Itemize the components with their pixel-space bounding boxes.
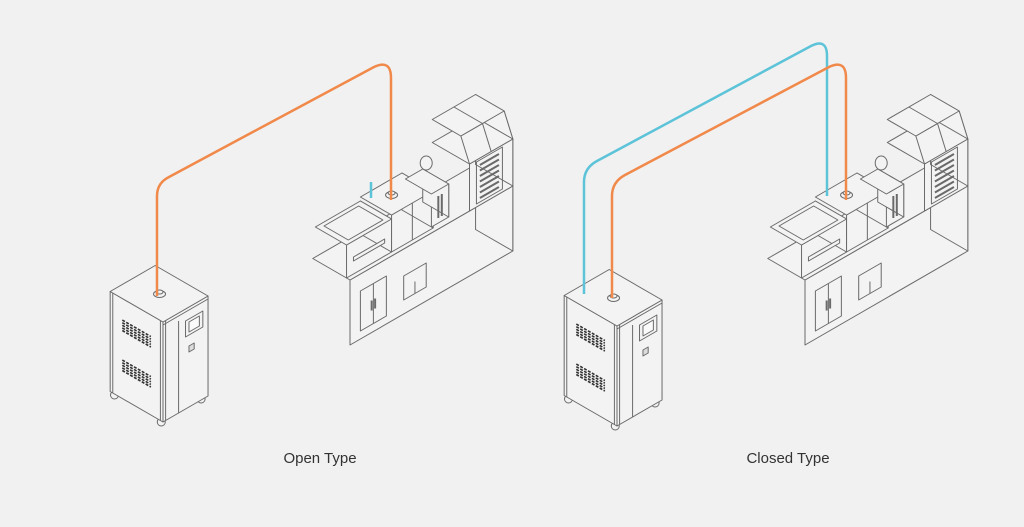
cabinet-vent-frame xyxy=(475,146,503,205)
mold-unit-window xyxy=(778,205,839,241)
cabinet-vent xyxy=(479,186,500,199)
hopper-seam xyxy=(908,106,938,124)
cabinet-vent xyxy=(479,175,500,188)
closed-type-chiller-icon xyxy=(563,269,663,431)
vent-grille xyxy=(121,362,152,380)
display-screen-icon xyxy=(188,315,200,333)
motor-icon xyxy=(419,155,433,171)
display-screen-icon xyxy=(642,319,654,337)
vent-grille xyxy=(121,319,152,338)
vent-grille xyxy=(121,329,152,348)
vent-grille xyxy=(575,366,606,384)
closed-type-molding-machine-icon xyxy=(767,94,969,346)
vent-grille xyxy=(121,364,152,383)
cabinet-vent xyxy=(934,164,955,177)
cabinet-vent xyxy=(934,175,955,188)
cabinet-vent xyxy=(479,158,500,172)
mold-unit-slot xyxy=(352,238,386,262)
vent-grille xyxy=(575,371,606,390)
vent-grille xyxy=(575,368,606,387)
vent-grille xyxy=(121,322,152,340)
open-type-molding-machine-icon xyxy=(312,94,514,346)
hopper-seam xyxy=(937,123,947,152)
open-type-supply-pipe xyxy=(155,63,393,296)
hopper-seam xyxy=(482,123,492,152)
vent-grille xyxy=(575,331,606,350)
open-type-chiller-icon xyxy=(109,265,209,427)
vent-grille xyxy=(575,328,606,347)
vent-grille xyxy=(575,363,606,382)
mold-unit-window xyxy=(323,205,384,241)
cabinet-vent-frame xyxy=(930,146,958,205)
switch-icon xyxy=(188,342,195,353)
chiller-edge xyxy=(162,298,209,326)
chiller-edge xyxy=(616,302,663,330)
vent-grille xyxy=(121,367,152,386)
vent-grille xyxy=(121,327,152,346)
cabinet-vent xyxy=(934,169,955,183)
cabinet-vent xyxy=(479,164,500,177)
cabinet-vent xyxy=(479,180,500,194)
vent-grille xyxy=(121,359,152,378)
vent-grille xyxy=(575,333,606,352)
vent-grille xyxy=(575,373,606,392)
cabinet-vent xyxy=(934,186,955,199)
vent-grille xyxy=(121,324,152,343)
vent-grille xyxy=(575,323,606,342)
vent-grille xyxy=(121,369,152,388)
open-type-label: Open Type xyxy=(283,450,357,467)
switch-icon xyxy=(642,346,649,357)
closed-type-label: Closed Type xyxy=(746,450,830,467)
hopper-seam xyxy=(453,106,483,124)
vent-grille xyxy=(575,326,606,344)
cabinet-vent xyxy=(934,153,955,166)
closed-type-return-pipe xyxy=(582,42,829,294)
mold-unit-slot xyxy=(807,238,841,262)
cabinet-vent xyxy=(934,158,955,172)
cabinet-vent xyxy=(479,153,500,166)
closed-type-supply-pipe xyxy=(610,63,848,298)
cabinet-vent xyxy=(934,180,955,194)
motor-icon xyxy=(874,155,888,171)
cabinet-vent xyxy=(479,169,500,183)
